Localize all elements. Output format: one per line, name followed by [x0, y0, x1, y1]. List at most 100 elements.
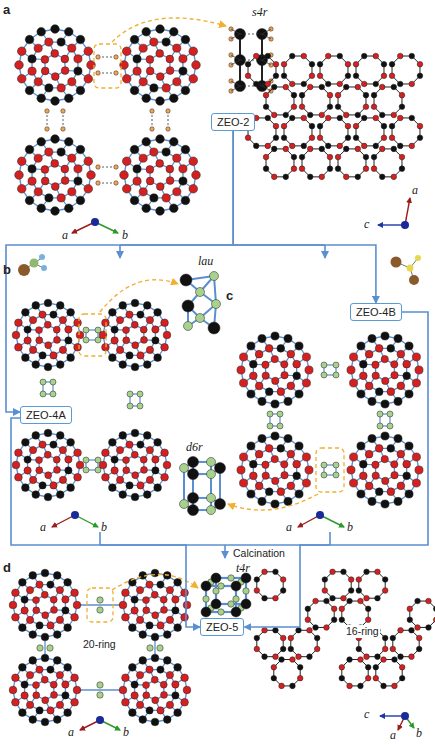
atom-ball [203, 596, 209, 602]
atom-ball [97, 692, 103, 698]
atom-ball [339, 617, 345, 623]
atom-ball [152, 456, 159, 463]
atom-ball [240, 379, 248, 387]
atom-ball [40, 379, 46, 385]
atom-ball [267, 411, 273, 417]
atom-ball [357, 490, 365, 498]
atom-ball [131, 493, 139, 501]
axis-origin [316, 511, 324, 519]
atom-ball [133, 67, 141, 75]
atom-ball [111, 467, 118, 474]
atom-ball [19, 664, 27, 672]
atom-ball [166, 127, 170, 131]
atom-ball [179, 177, 187, 185]
atom-ball [157, 645, 163, 651]
atom-ball [74, 319, 82, 327]
atom-ball [391, 361, 398, 368]
highlight-box [94, 44, 121, 88]
atom-ball [136, 701, 143, 708]
atom-ball [143, 607, 150, 614]
atom-ball [183, 601, 191, 609]
atom-ball [122, 698, 130, 706]
atom-ball [53, 657, 61, 665]
atom-ball [83, 337, 89, 343]
atom-ball [15, 171, 24, 180]
atom-ball [173, 154, 181, 162]
atom-ball [122, 674, 130, 682]
atom-ball [309, 61, 315, 67]
atom-ball [371, 104, 377, 110]
atom-ball [150, 84, 158, 92]
atom-ball [15, 319, 23, 327]
atom-ball [237, 466, 245, 474]
atom-ball [26, 701, 33, 708]
atom-ball [391, 84, 397, 90]
atom-ball [96, 55, 100, 59]
atom-ball [245, 61, 251, 67]
atom-ball [150, 109, 154, 113]
atom-ball [56, 302, 64, 310]
atom-ball [114, 181, 118, 185]
atom-ball [305, 366, 313, 374]
highlight-box [79, 314, 106, 356]
atom-ball [207, 470, 216, 479]
atom-ball [44, 451, 51, 458]
atom-ball [337, 143, 343, 149]
atom-ball [210, 272, 219, 281]
atom-ball [341, 595, 347, 601]
atom-ball [273, 595, 279, 601]
atom-ball [218, 609, 224, 615]
atom-ball [96, 181, 100, 185]
atom-ball [34, 154, 42, 162]
atom-ball [409, 53, 415, 59]
atom-ball [215, 499, 226, 510]
atom-ball [54, 466, 61, 473]
atom-ball [132, 342, 139, 349]
atom-ball [271, 500, 279, 508]
atom-ball [368, 397, 376, 405]
atom-ball [180, 500, 189, 509]
atom-ball [151, 591, 158, 598]
atom-ball [114, 55, 118, 59]
molecule-icon [415, 255, 421, 261]
atom-ball [122, 184, 131, 193]
atom-ball [353, 135, 359, 141]
atom-ball [39, 311, 46, 318]
structure-stroke [98, 167, 116, 168]
atom-ball [417, 135, 423, 141]
atom-ball [372, 372, 379, 379]
atom-ball [253, 81, 259, 87]
atom-ball [29, 346, 36, 353]
atom-ball [391, 146, 397, 152]
atom-ball [341, 569, 347, 575]
atom-ball [325, 143, 331, 149]
atom-ball [287, 482, 295, 490]
atom-ball [122, 47, 131, 56]
atom-ball [131, 607, 138, 614]
atom-ball [56, 586, 63, 593]
atom-ball [335, 104, 341, 110]
atom-ball [156, 160, 164, 168]
atom-ball [61, 177, 69, 185]
atom-ball [299, 154, 305, 160]
atom-ball [295, 390, 303, 398]
atom-ball [116, 476, 123, 483]
atom-ball [291, 104, 297, 110]
atom-ball [68, 78, 76, 86]
atom-ball [381, 135, 387, 141]
atom-ball [301, 81, 307, 87]
atom-ball [162, 38, 170, 46]
atom-ball [74, 449, 82, 457]
atom-ball [255, 382, 263, 390]
atom-ball [417, 61, 423, 67]
atom-ball [371, 166, 377, 172]
atom-ball [363, 92, 369, 98]
atom-ball [132, 472, 139, 479]
atom-ball [291, 166, 297, 172]
structure-stroke [183, 468, 185, 504]
atom-ball [335, 154, 341, 160]
molecule-icon [30, 259, 39, 268]
atom-ball [130, 145, 139, 154]
atom-ball [353, 123, 359, 129]
